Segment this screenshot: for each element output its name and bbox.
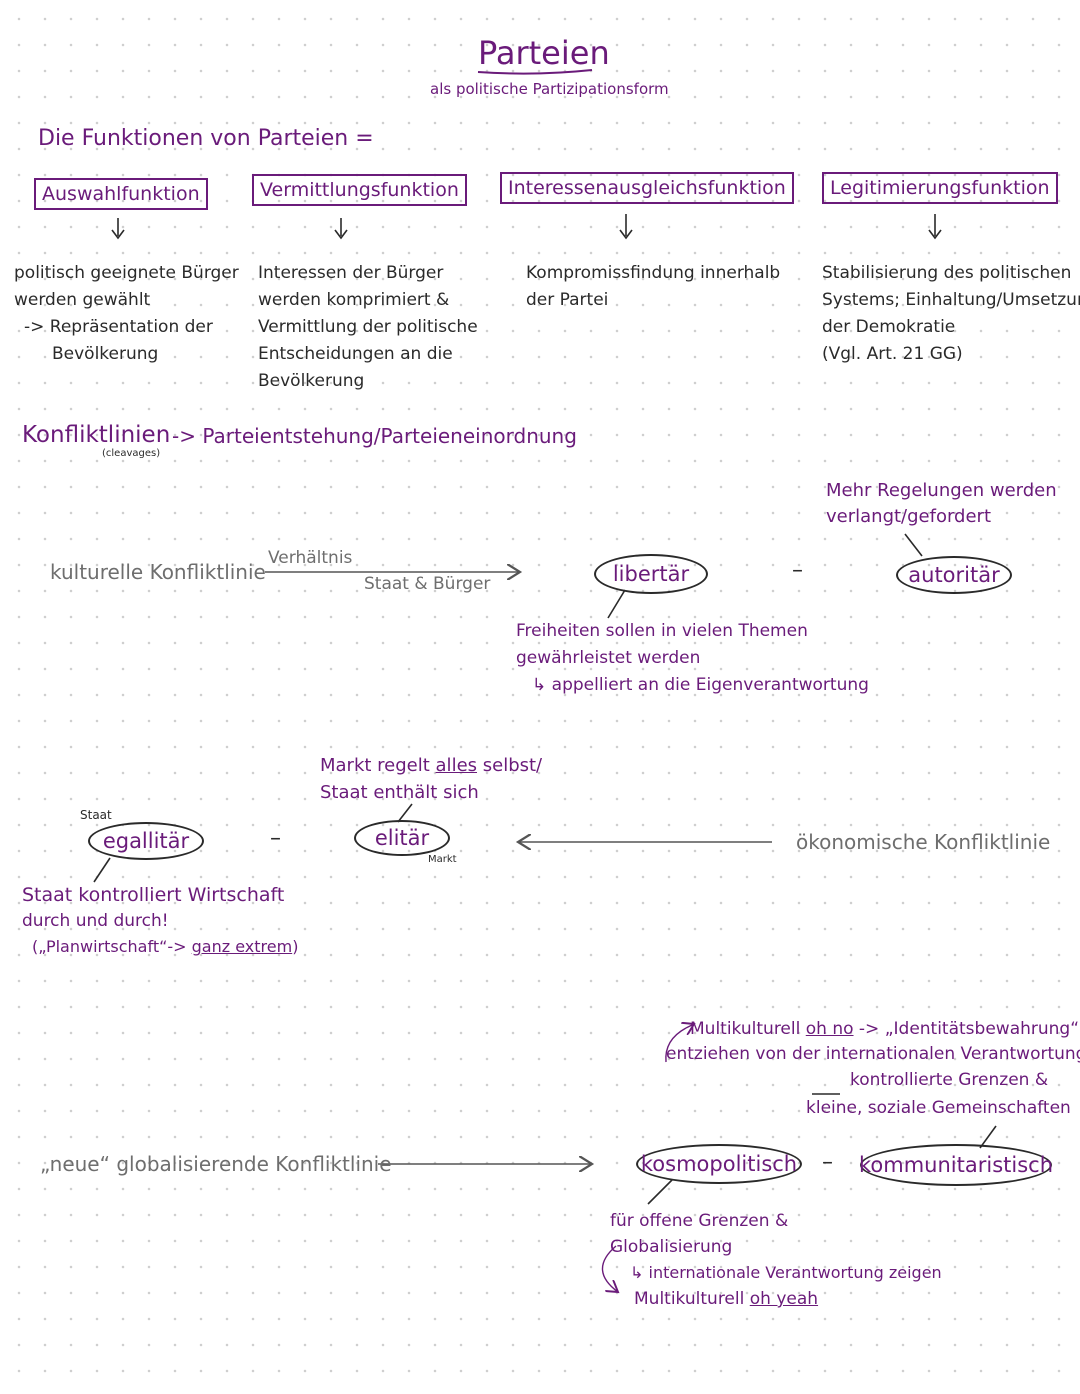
function-text-vermittlung: Interessen der Bürger werden komprimiert… xyxy=(258,263,478,391)
global-dash: – xyxy=(822,1150,833,1175)
function-text-interessenausgleich: Kompromissfindung innerhalb der Partei xyxy=(526,263,781,310)
page-title: Parteien xyxy=(478,34,610,72)
kommunitaristisch-note: Multikulturell oh no -> „Identitätsbewah… xyxy=(690,1019,1080,1039)
kommunitaristisch-note-line3: kontrollierte Grenzen & xyxy=(850,1070,1049,1090)
cleavages-heading-note: (cleavages) xyxy=(102,448,161,459)
global-label: „neue“ globalisierende Konfliktlinie xyxy=(40,1152,392,1176)
cultural-relation-top: Verhältnis xyxy=(268,548,353,568)
cultural-dash: – xyxy=(792,558,803,583)
kosmopolitisch-note: für offene Grenzen & Globalisierung ↳ in… xyxy=(610,1211,942,1309)
pole-elitaer: elitär xyxy=(354,820,450,856)
pole-autoritaer: autoritär xyxy=(896,556,1012,594)
pole-kosmopolitisch: kosmopolitisch xyxy=(636,1144,802,1184)
page-subtitle: als politische Partizipationsform xyxy=(430,80,669,98)
elitaer-small-note: Markt xyxy=(428,854,457,865)
kommunitaristisch-note-line2: entziehen von der internationalen Verant… xyxy=(666,1044,1080,1064)
elitaer-note: Markt regelt alles selbst/ Staat enthält… xyxy=(320,755,543,803)
function-text-legitimierung: Stabilisierung des politischen Systems; … xyxy=(822,263,1080,364)
pole-libertaer: libertär xyxy=(594,554,708,594)
economic-label: ökonomische Konfliktlinie xyxy=(796,830,1051,854)
kommunitaristisch-note-line4: kleine, soziale Gemeinschaften xyxy=(806,1098,1071,1118)
function-text-auswahl: politisch geeignete Bürger werden gewähl… xyxy=(14,263,239,364)
egallitaer-note: Staat kontrolliert Wirtschaft durch und … xyxy=(22,884,299,956)
economic-dash: – xyxy=(270,826,281,851)
cultural-label: kulturelle Konfliktlinie xyxy=(50,560,266,584)
functions-heading: Die Funktionen von Parteien = xyxy=(38,126,374,151)
cultural-relation-bottom: Staat & Bürger xyxy=(364,574,491,594)
pole-egallitaer: egallitär xyxy=(88,822,204,860)
function-box-vermittlung: Vermittlungsfunktion xyxy=(252,174,467,206)
cleavages-heading: Konfliktlinien xyxy=(22,422,171,448)
egallitaer-small-note: Staat xyxy=(80,808,112,822)
cleavages-arrow-text: -> Parteientstehung/Parteieneinordnung xyxy=(172,424,577,448)
autoritaer-note: Mehr Regelungen werden verlangt/geforder… xyxy=(826,480,1057,527)
pole-kommunitaristisch: kommunitaristisch xyxy=(859,1144,1053,1186)
function-box-legitimierung: Legitimierungsfunktion xyxy=(822,172,1058,204)
libertaer-note: Freiheiten sollen in vielen Themen gewäh… xyxy=(516,621,869,695)
function-box-interessenausgleich: Interessenausgleichsfunktion xyxy=(500,172,794,204)
function-box-auswahl: Auswahlfunktion xyxy=(34,178,208,210)
